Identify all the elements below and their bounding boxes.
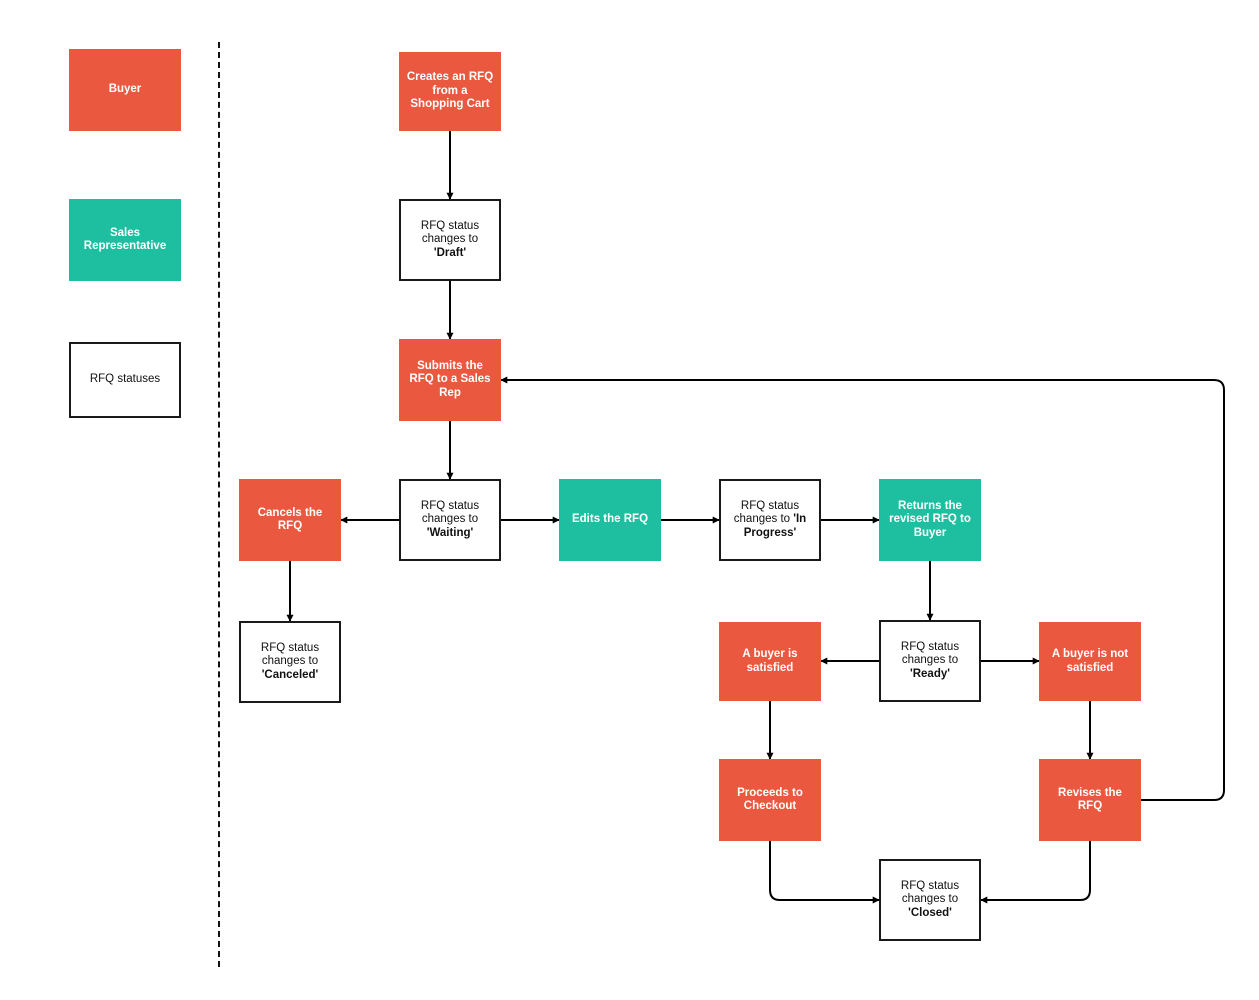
- legend-status-label: RFQ statuses: [89, 373, 161, 386]
- node-status-waiting-label: RFQ status changes to 'Waiting': [420, 499, 480, 539]
- legend-sales-label: Sales Representative: [83, 226, 167, 253]
- legend-rfq-statuses: RFQ statuses: [69, 342, 181, 418]
- legend-buyer-label: Buyer: [108, 83, 142, 96]
- node-revise-rfq: Revises the RFQ: [1039, 759, 1141, 841]
- node-buyer-not-satisfied: A buyer is not satisfied: [1039, 622, 1141, 701]
- legend-sales-representative: Sales Representative: [69, 199, 181, 281]
- node-cancel-rfq: Cancels the RFQ: [239, 479, 341, 561]
- node-create-rfq-label: Creates an RFQ from a Shopping Cart: [406, 71, 494, 111]
- node-buyer-not-satisfied-label: A buyer is not satisfied: [1051, 648, 1129, 674]
- status-in-progress-value: 'In Progress': [743, 513, 807, 539]
- status-canceled-value: 'Canceled': [261, 668, 319, 681]
- legend-buyer: Buyer: [69, 49, 181, 131]
- node-status-closed: RFQ status changes to 'Closed': [879, 859, 981, 941]
- node-buyer-satisfied-label: A buyer is satisfied: [742, 648, 798, 674]
- node-status-draft-label: RFQ status changes to 'Draft': [420, 219, 480, 259]
- node-buyer-satisfied: A buyer is satisfied: [719, 622, 821, 701]
- node-edit-rfq-label: Edits the RFQ: [571, 513, 649, 526]
- node-status-waiting: RFQ status changes to 'Waiting': [399, 479, 501, 561]
- connector-revise-to-closed: [980, 841, 1091, 904]
- node-edit-rfq: Edits the RFQ: [559, 479, 661, 561]
- node-status-in-progress: RFQ status changes to 'In Progress': [719, 479, 821, 561]
- connector-checkout-to-closed: [769, 841, 880, 904]
- node-status-canceled-label: RFQ status changes to 'Canceled': [260, 641, 320, 681]
- node-proceeds-to-checkout: Proceeds to Checkout: [719, 759, 821, 841]
- node-return-rfq: Returns the revised RFQ to Buyer: [879, 479, 981, 561]
- status-closed-value: 'Closed': [908, 906, 952, 919]
- legend-divider: [218, 42, 220, 967]
- status-waiting-value: 'Waiting': [426, 526, 474, 539]
- node-submit-rfq-label: Submits the RFQ to a Sales Rep: [409, 359, 491, 399]
- node-revise-rfq-label: Revises the RFQ: [1058, 786, 1122, 813]
- node-create-rfq: Creates an RFQ from a Shopping Cart: [399, 52, 501, 131]
- node-cancel-rfq-label: Cancels the RFQ: [257, 506, 323, 533]
- status-draft-value: 'Draft': [433, 246, 467, 259]
- node-status-canceled: RFQ status changes to 'Canceled': [239, 621, 341, 703]
- node-status-closed-label: RFQ status changes to 'Closed': [900, 879, 960, 919]
- node-status-ready-label: RFQ status changes to 'Ready': [900, 640, 960, 680]
- node-status-in-progress-label: RFQ status changes to 'In Progress': [733, 499, 807, 539]
- node-submit-rfq: Submits the RFQ to a Sales Rep: [399, 339, 501, 421]
- node-status-draft: RFQ status changes to 'Draft': [399, 199, 501, 281]
- status-ready-value: 'Ready': [910, 667, 950, 680]
- connector-revise-to-submit: [500, 376, 1225, 801]
- node-checkout-label: Proceeds to Checkout: [737, 786, 803, 813]
- node-return-rfq-label: Returns the revised RFQ to Buyer: [889, 499, 971, 539]
- node-status-ready: RFQ status changes to 'Ready': [879, 620, 981, 702]
